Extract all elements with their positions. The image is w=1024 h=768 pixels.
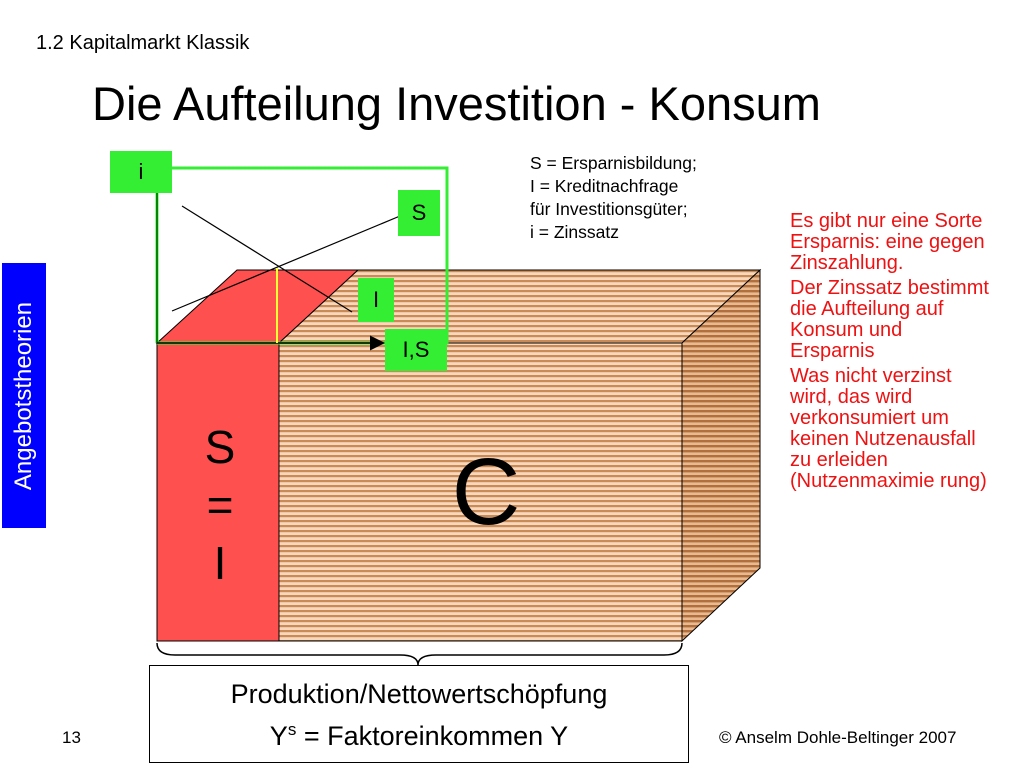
consumption-label: C <box>451 439 521 545</box>
block-left-line: = <box>206 479 234 531</box>
page-title: Die Aufteilung Investition - Konsum <box>92 77 821 130</box>
bottom-brace <box>156 642 683 666</box>
consumption-block-front <box>278 342 683 642</box>
block-left-line: S <box>204 421 236 473</box>
page-number: 13 <box>62 728 81 747</box>
legend-line: für Investitionsgüter; <box>530 199 688 219</box>
savings-curve <box>171 215 401 312</box>
note-paragraph: Es gibt nur eine Sorte Ersparnis: eine g… <box>790 210 985 274</box>
side-tab: Angebotstheorien <box>2 263 46 528</box>
income-rest: = Faktoreinkommen Y <box>296 721 569 751</box>
curve-s-label: S <box>398 190 440 236</box>
consumption-block-side <box>681 268 761 643</box>
legend-line: i = Zinssatz <box>530 222 619 242</box>
income-line: Ys = Faktoreinkommen Y <box>150 712 688 754</box>
curve-s-label-text: S <box>411 200 427 225</box>
production-line: Produktion/Nettowertschöpfung <box>230 679 608 709</box>
note-paragraph: Der Zinssatz bestimmt die Aufteilung auf… <box>790 277 989 362</box>
notes: Es gibt nur eine Sorte Ersparnis: eine g… <box>790 211 990 496</box>
axis-y-label-text: i <box>138 159 144 184</box>
curve-i-label-text: I <box>372 287 380 312</box>
income-sup: s <box>287 720 297 739</box>
axis-x-label-text: I,S <box>402 337 430 362</box>
legend-line: I = Kreditnachfrage <box>530 176 679 196</box>
production-box: Produktion/Nettowertschöpfung Ys = Fakto… <box>149 665 689 763</box>
axis-y-label: i <box>110 151 172 193</box>
legend-line: S = Ersparnisbildung; <box>530 153 697 173</box>
note-paragraph: Was nicht verzinst wird, das wird verkon… <box>790 365 987 492</box>
axis-x-label: I,S <box>385 329 447 371</box>
investment-curve <box>181 205 353 313</box>
copyright: © Anselm Dohle-Beltinger 2007 <box>719 728 957 747</box>
curve-i-label: I <box>358 278 394 322</box>
section-label: 1.2 Kapitalmarkt Klassik <box>36 32 250 54</box>
income-y: Y <box>269 721 288 751</box>
savings-equals-investment-label: S = I <box>190 418 250 592</box>
legend: S = Ersparnisbildung; I = Kreditnachfrag… <box>530 152 697 244</box>
block-left-line: I <box>213 537 227 589</box>
consumption-block-top <box>277 269 762 344</box>
